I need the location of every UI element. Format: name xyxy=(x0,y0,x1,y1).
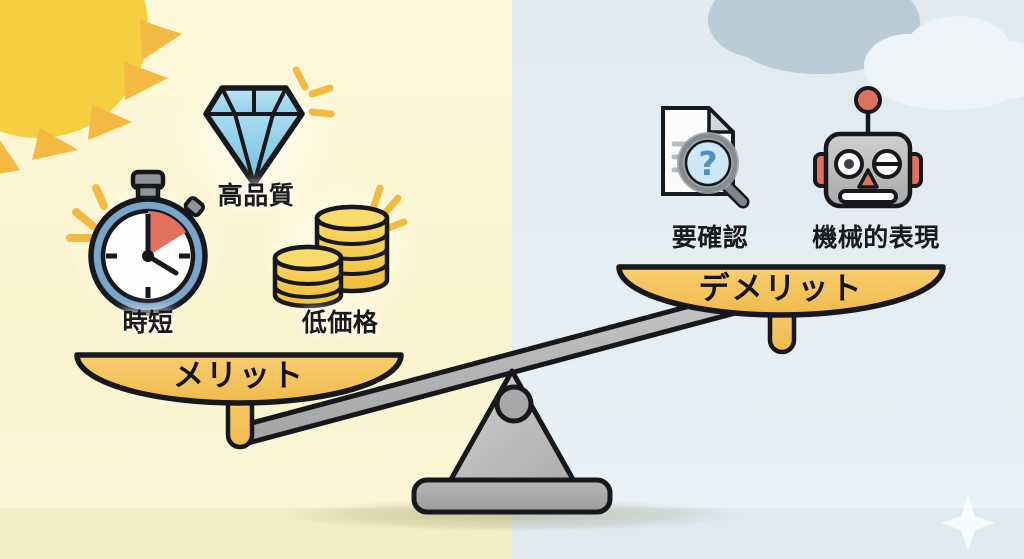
diamond-icon xyxy=(203,85,305,187)
coins-icon xyxy=(272,204,390,309)
svg-text:?: ? xyxy=(698,144,717,183)
balance-base xyxy=(411,477,613,515)
merit-pan xyxy=(74,352,404,406)
sparkle-rays-diamond xyxy=(292,66,335,118)
document-magnifier-icon: ? xyxy=(661,106,750,209)
label-needs-check: 要確認 xyxy=(671,223,749,252)
stopwatch-icon xyxy=(88,169,208,316)
label-mechanical-expression: 機械的表現 xyxy=(812,223,940,252)
sparkle-rays-coins xyxy=(370,184,408,232)
merit-pan-label: メリット xyxy=(173,358,305,394)
label-time-saving: 時短 xyxy=(122,308,174,337)
robot-icon xyxy=(813,86,923,209)
cloud-icon-front xyxy=(864,16,1024,110)
label-low-price: 低価格 xyxy=(301,308,379,337)
sparkle-rays-stopwatch xyxy=(66,184,108,242)
demerit-pan-label: デメリット xyxy=(698,271,864,307)
sun-icon xyxy=(0,0,182,174)
base-shadow xyxy=(282,499,742,531)
star-sparkle-icon xyxy=(941,496,995,550)
label-high-quality: 高品質 xyxy=(217,181,295,210)
demerit-pan xyxy=(616,264,946,318)
